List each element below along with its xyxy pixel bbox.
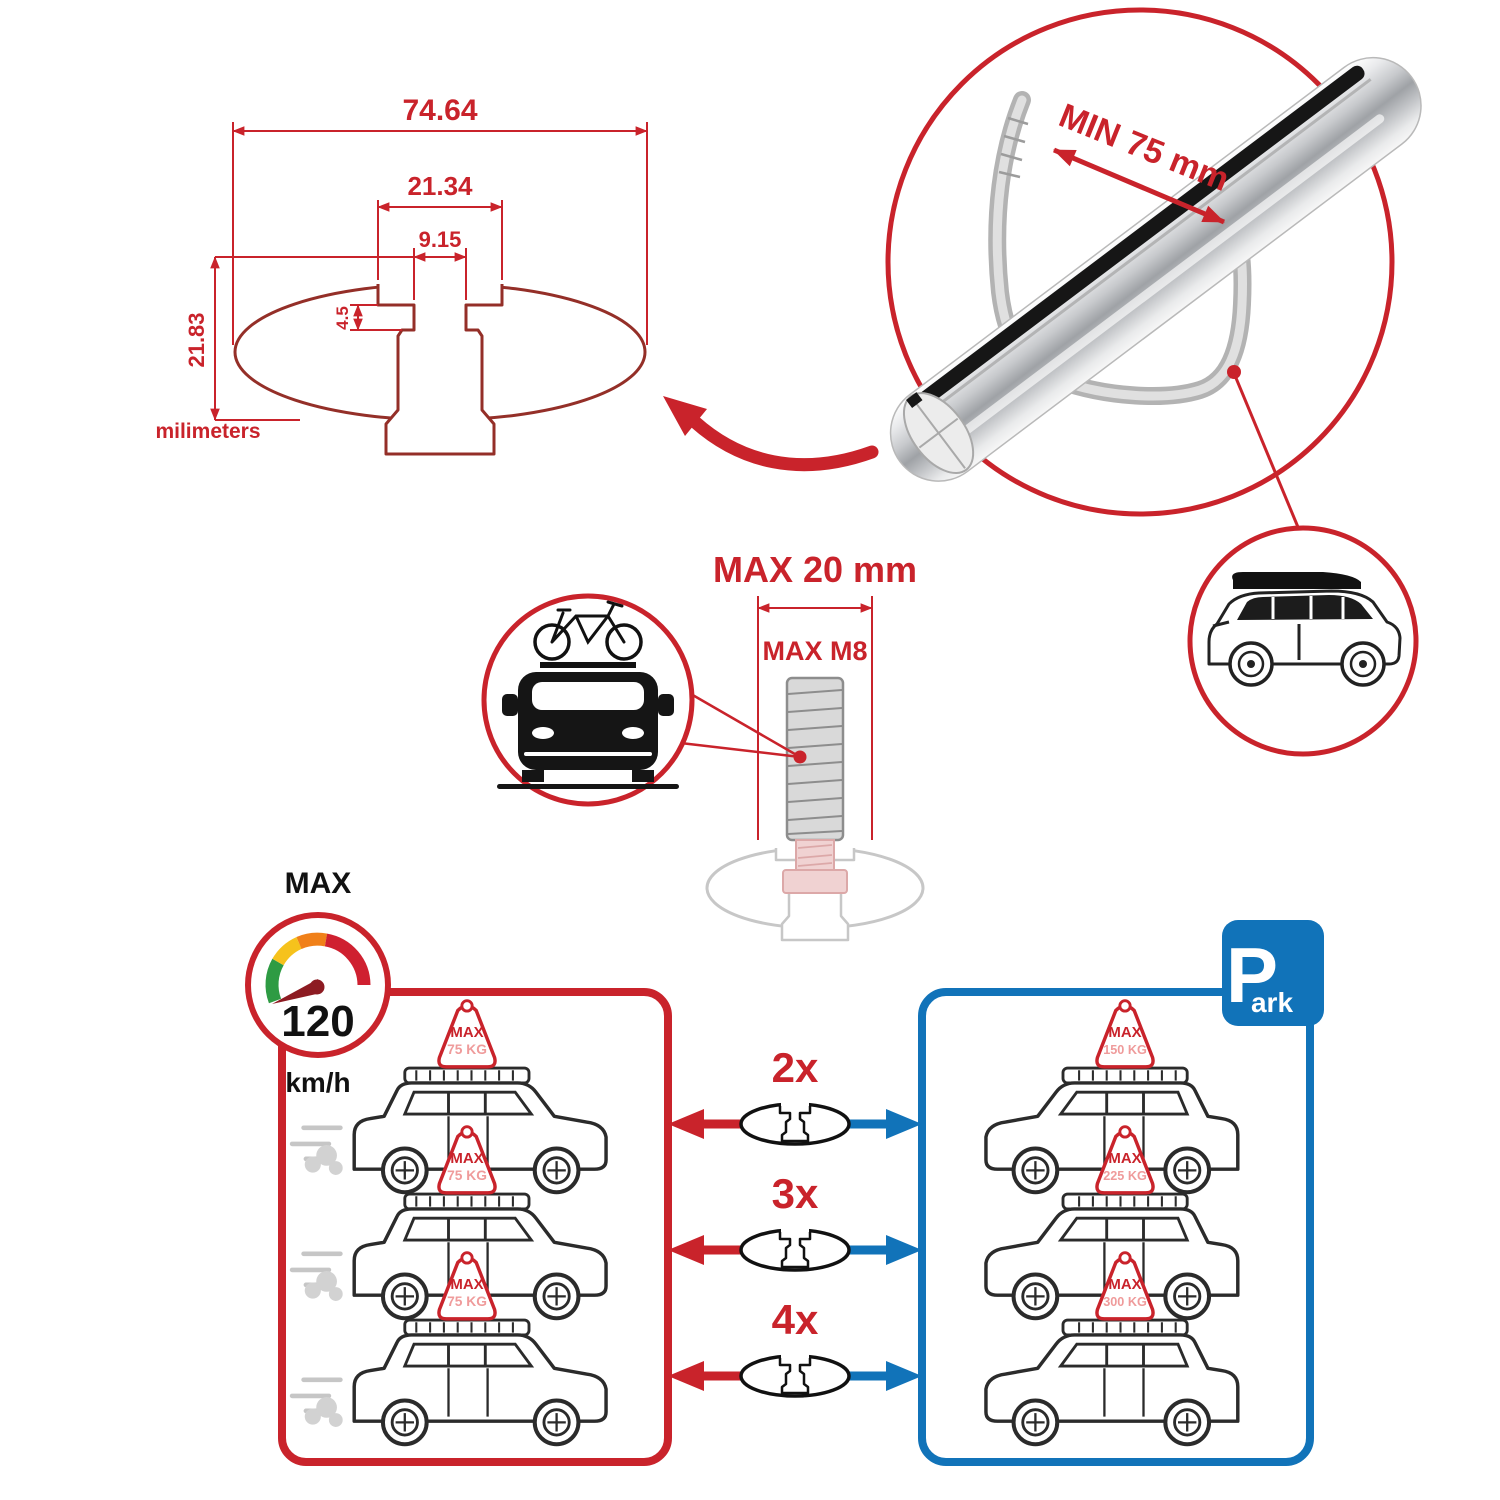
tag-weight-label: 150 KG [1103,1043,1147,1057]
load-tag: MAX 75 KG [437,1250,497,1321]
load-tag: MAX 75 KG [437,998,497,1069]
count-label: 4x [772,1296,819,1343]
tag-max-label: MAX [450,1276,483,1293]
connector-row-1: 2x [668,1044,922,1146]
speed-max-label: MAX [285,867,352,900]
parked-car-row-3: MAX 300 KG [986,1250,1238,1444]
suv-roofbox-circle [1187,525,1419,757]
car-front-icon [497,672,679,789]
tag-max-label: MAX [1108,1150,1141,1167]
parking-letters-rest: ark [1251,987,1293,1018]
units-label: milimeters [155,420,260,443]
bolt-icon [785,676,845,842]
roof-box [1232,572,1361,589]
driving-panel: MAX 75 KG MAX 75 KG MAX 75 KG [278,988,672,1466]
count-label: 2x [772,1044,819,1091]
clamp-callout-dot [1227,365,1241,379]
load-tag: MAX 150 KG [1095,998,1155,1069]
bar-profile-icon [739,1227,851,1272]
speed-value: 120 [281,997,354,1046]
rubber-strip [904,65,1365,417]
suv-roofbox-illustration [1207,572,1402,687]
driving-car-row-3: MAX 75 KG [292,1250,606,1444]
tag-weight-label: 300 KG [1103,1295,1147,1309]
dim-2134-label: 21.34 [407,171,473,201]
dim-74-label: 74.64 [402,94,477,127]
parked-car-row-1: MAX 150 KG [986,998,1238,1192]
count-label: 3x [772,1170,819,1217]
speedometer-hub [309,979,325,995]
load-tag: MAX 300 KG [1095,1250,1155,1321]
tag-max-label: MAX [450,1024,483,1041]
tag-max-label: MAX [1108,1024,1141,1041]
profile-t-channel [376,284,504,456]
speedometer-needle-icon [272,979,321,1004]
car-front-bike-circle [481,593,695,807]
bar-profile-icon [739,1101,851,1146]
dim-ext-74 [232,122,648,345]
bolt-callout-lines [671,688,801,759]
connector-row-2: 3x [668,1170,922,1272]
aluminium-bar-render [889,56,1422,482]
profile-mask [380,272,500,286]
bolt-dim-ext [757,596,873,840]
speedometer: MAX 120 km/h [245,867,391,1098]
dim-2183-label: 21.83 [184,312,209,367]
callout-line [1234,377,1302,533]
tag-max-label: MAX [450,1150,483,1167]
parking-sign: P ark [1222,920,1324,1026]
min-span-arrow [1052,147,1226,225]
speedometer-arc-icon [265,932,371,1004]
connector-rows: 2x 3x 4x [668,1044,922,1398]
max-width-label: MAX 20 mm [713,549,917,590]
tag-weight-label: 75 KG [447,1042,487,1057]
tag-weight-label: 225 KG [1103,1169,1147,1183]
load-tag: MAX 75 KG [437,1124,497,1195]
suv-windows [1237,595,1373,620]
cross-section-drawing: 74.64 21.34 9.15 4.5 21.83 milimeters [155,94,648,456]
bicycle-icon [533,600,643,668]
load-tag: MAX 225 KG [1095,1124,1155,1195]
speed-units: km/h [285,1067,350,1098]
parking-panel: MAX 150 KG MAX 225 KG MAX 300 KG P ark [918,920,1324,1466]
connector-row-3: 4x [668,1296,922,1398]
parking-sign-plate [1222,920,1324,1026]
clamp-sketch-icon [988,91,1252,405]
bolt-t-head-faded [782,839,848,894]
bolt-diagram: MAX 20 mm MAX M8 [671,549,925,942]
suv-rear-wheel [1340,641,1386,687]
tag-weight-label: 75 KG [447,1168,487,1183]
curved-arrow-icon [663,396,879,472]
dim-915-label: 9.15 [419,227,462,252]
dim-45-label: 4.5 [333,306,352,330]
bar-render-circle: MIN 75 mm [885,7,1422,533]
tag-max-label: MAX [1108,1276,1141,1293]
max-thread-label: MAX M8 [762,636,867,666]
suv-front-wheel [1228,641,1274,687]
parked-car-row-2: MAX 225 KG [986,1124,1238,1318]
tag-weight-label: 75 KG [447,1294,487,1309]
driving-car-row-2: MAX 75 KG [292,1124,606,1318]
faded-profile [705,839,925,942]
bar-profile-icon [739,1353,851,1398]
driving-car-row-1: MAX 75 KG [292,998,606,1192]
parking-letter: P [1226,931,1278,1019]
dim-ext-2134 [377,200,503,280]
